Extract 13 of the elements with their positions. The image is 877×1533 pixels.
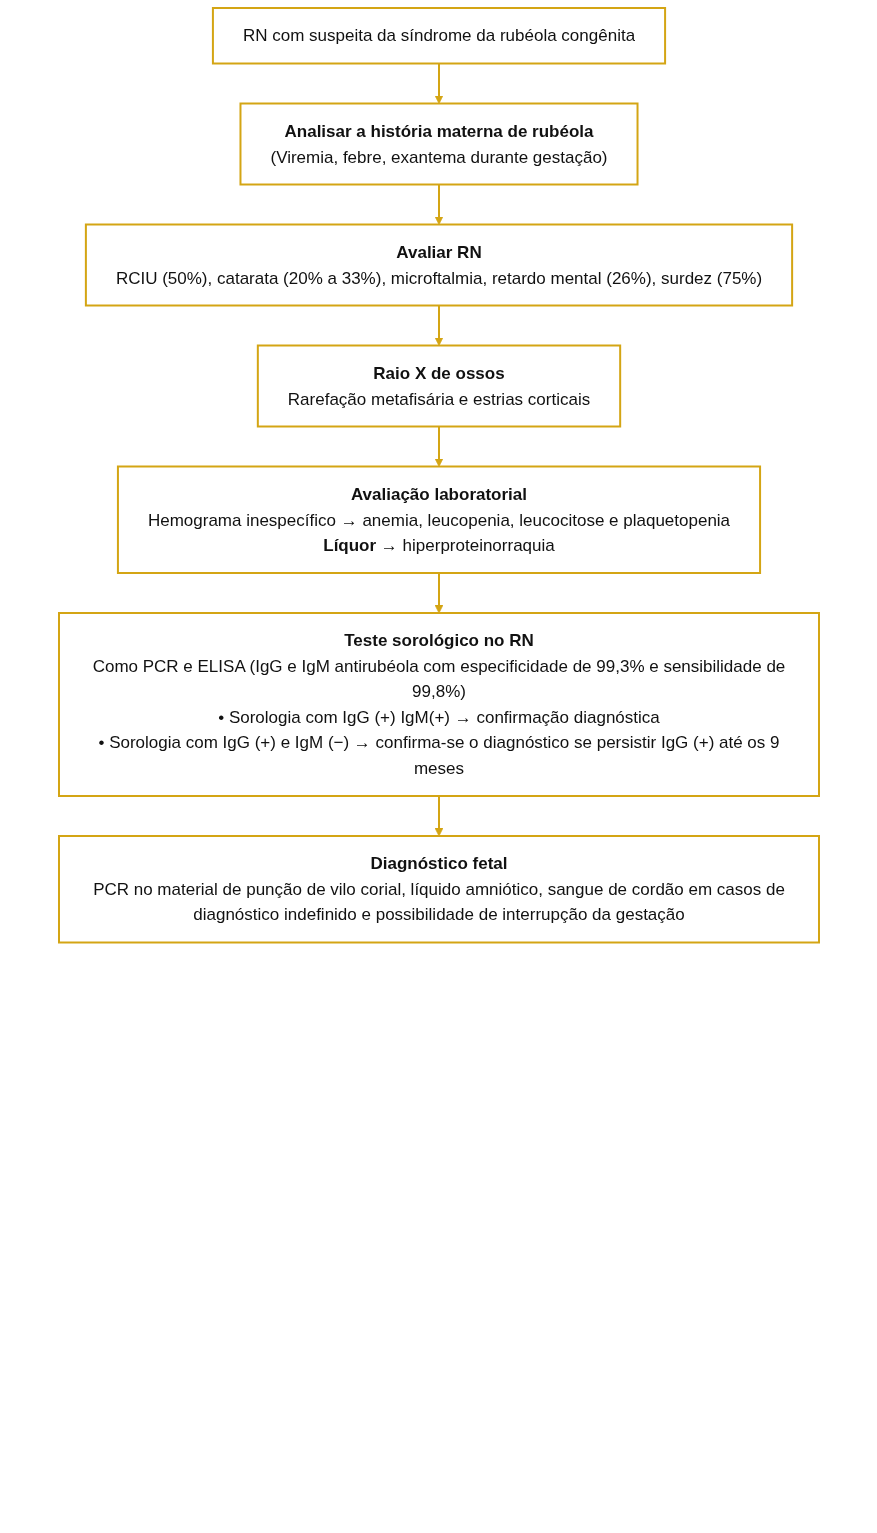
node-box: Raio X de ossos Rarefação metafisária e estrias corticais [256,344,621,428]
node-box: Diagnóstico fetal PCR no material de punção de vilo corial, líquido amniótico, sangue de cordão em casos de diagnóstico indefinido e possibilidade de interrupção da gestação [57,835,820,944]
arrow [434,62,443,104]
node-box: Teste sorológico no RN Como PCR e ELISA (IgG e IgM antirubéola com especificidade de 99,3% e sensibilidade de 99,8%) • Sorologia com IgG (+) IgM(+) → confirmação diagnóstica • Sorologia com IgG (+) e IgM (−) → confirma-se o diagnóstico se persistir IgG (+) até os 9 meses [57,612,820,797]
arrow [434,304,443,346]
arrow [434,572,443,614]
node-box: Analisar a história materna de rubéola (Viremia, febre, exantema durante gestação) [239,102,638,186]
arrow [434,795,443,837]
node-box: Avaliar RN RCIU (50%), catarata (20% a 33%), microftalmia, retardo mental (26%), surdez (75%) [84,223,793,307]
node-box: RN com suspeita da síndrome da rubéola congênita [211,7,666,65]
node-box: Avaliação laboratorial Hemograma inespecífico → anemia, leucopenia, leucocitose e plaquetopenia Líquor → hiperproteinorraquia [116,465,761,574]
arrow [434,425,443,467]
arrow [434,183,443,225]
